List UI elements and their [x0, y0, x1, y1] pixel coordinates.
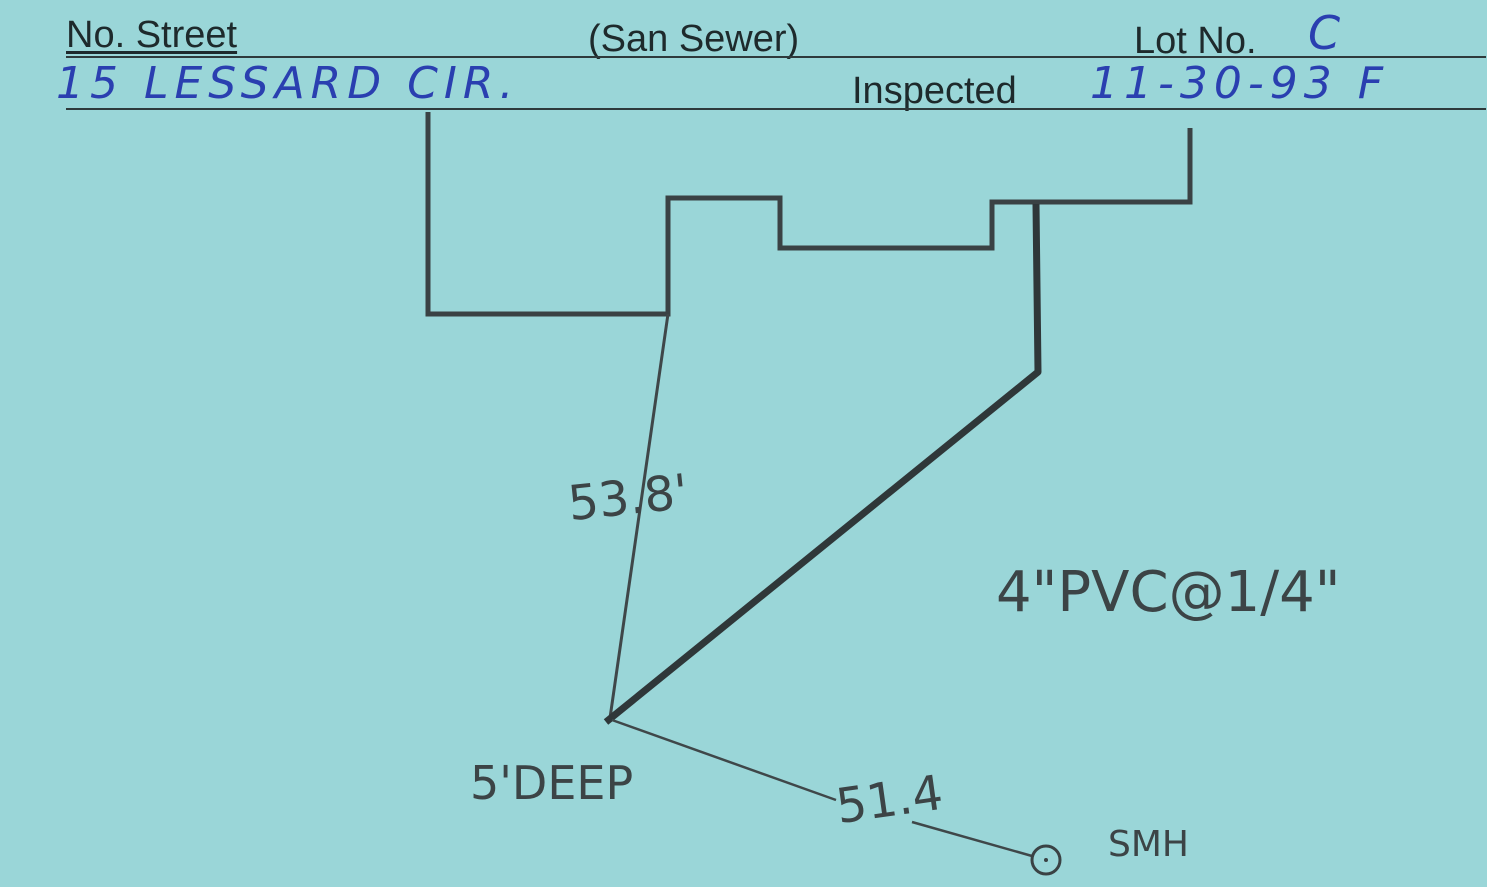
house-outline [425, 112, 1193, 317]
lot-value: C [1308, 6, 1347, 60]
pipe-spec-label: 4"PVC@1/4" [996, 560, 1341, 625]
measurement-line-house [608, 313, 670, 719]
inspected-date-value: 11-30-93 F [1090, 58, 1390, 109]
street-rule [66, 56, 1486, 58]
inspected-label: Inspected [852, 70, 1017, 112]
sewer-pipe-line [603, 203, 1042, 725]
depth-label: 5'DEEP [470, 756, 634, 810]
lot-label: Lot No. [1134, 20, 1257, 62]
manhole-label: SMH [1108, 824, 1189, 865]
street-label: No. Street [66, 14, 238, 56]
address-value: 15 LESSARD CIR. [56, 58, 520, 109]
sewer-type-label: (San Sewer) [588, 18, 800, 60]
manhole-icon [1030, 844, 1062, 876]
measurement-line-manhole [611, 718, 837, 802]
measurement-line-manhole-end [911, 820, 1033, 858]
inspected-rule [66, 108, 1486, 110]
